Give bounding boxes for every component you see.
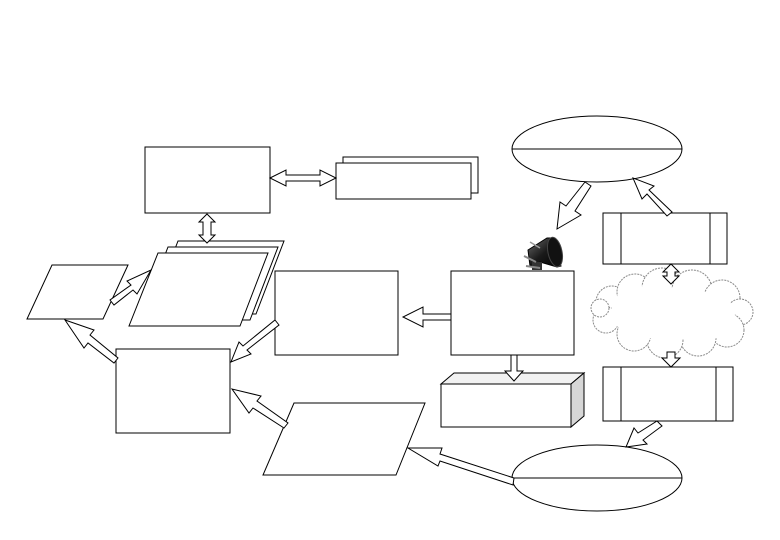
center-box[interactable] [275, 271, 398, 355]
stacked-parallelograms[interactable] [129, 241, 284, 326]
arrow-left-box-to-small-parallelogram [65, 320, 118, 363]
arrow-to-center-box [403, 307, 451, 327]
bottom-parallelogram[interactable] [263, 403, 425, 475]
arrow-parallelogram-to-left-box [232, 389, 288, 428]
left-box[interactable] [116, 349, 230, 433]
bottom-right-ellipse[interactable] [512, 445, 682, 511]
double-arrow-horizontal [270, 170, 336, 186]
right-center-box[interactable] [451, 271, 574, 355]
right-lower-process[interactable] [603, 367, 733, 421]
right-upper-process[interactable] [603, 213, 727, 264]
top-left-box[interactable] [145, 147, 270, 213]
arrow-ellipse-to-megaphone [557, 182, 591, 229]
double-arrow-vertical-left [199, 214, 215, 243]
arrow-ellipse-to-parallelogram [408, 448, 514, 485]
small-parallelogram[interactable] [27, 265, 128, 319]
cube-box[interactable] [441, 373, 584, 427]
top-right-ellipse[interactable] [512, 116, 682, 182]
stacked-card[interactable] [336, 157, 478, 199]
arrow-process-to-ellipse [633, 178, 672, 216]
arrow-process-to-ellipse-bottom [626, 421, 662, 447]
megaphone-icon [524, 236, 565, 270]
